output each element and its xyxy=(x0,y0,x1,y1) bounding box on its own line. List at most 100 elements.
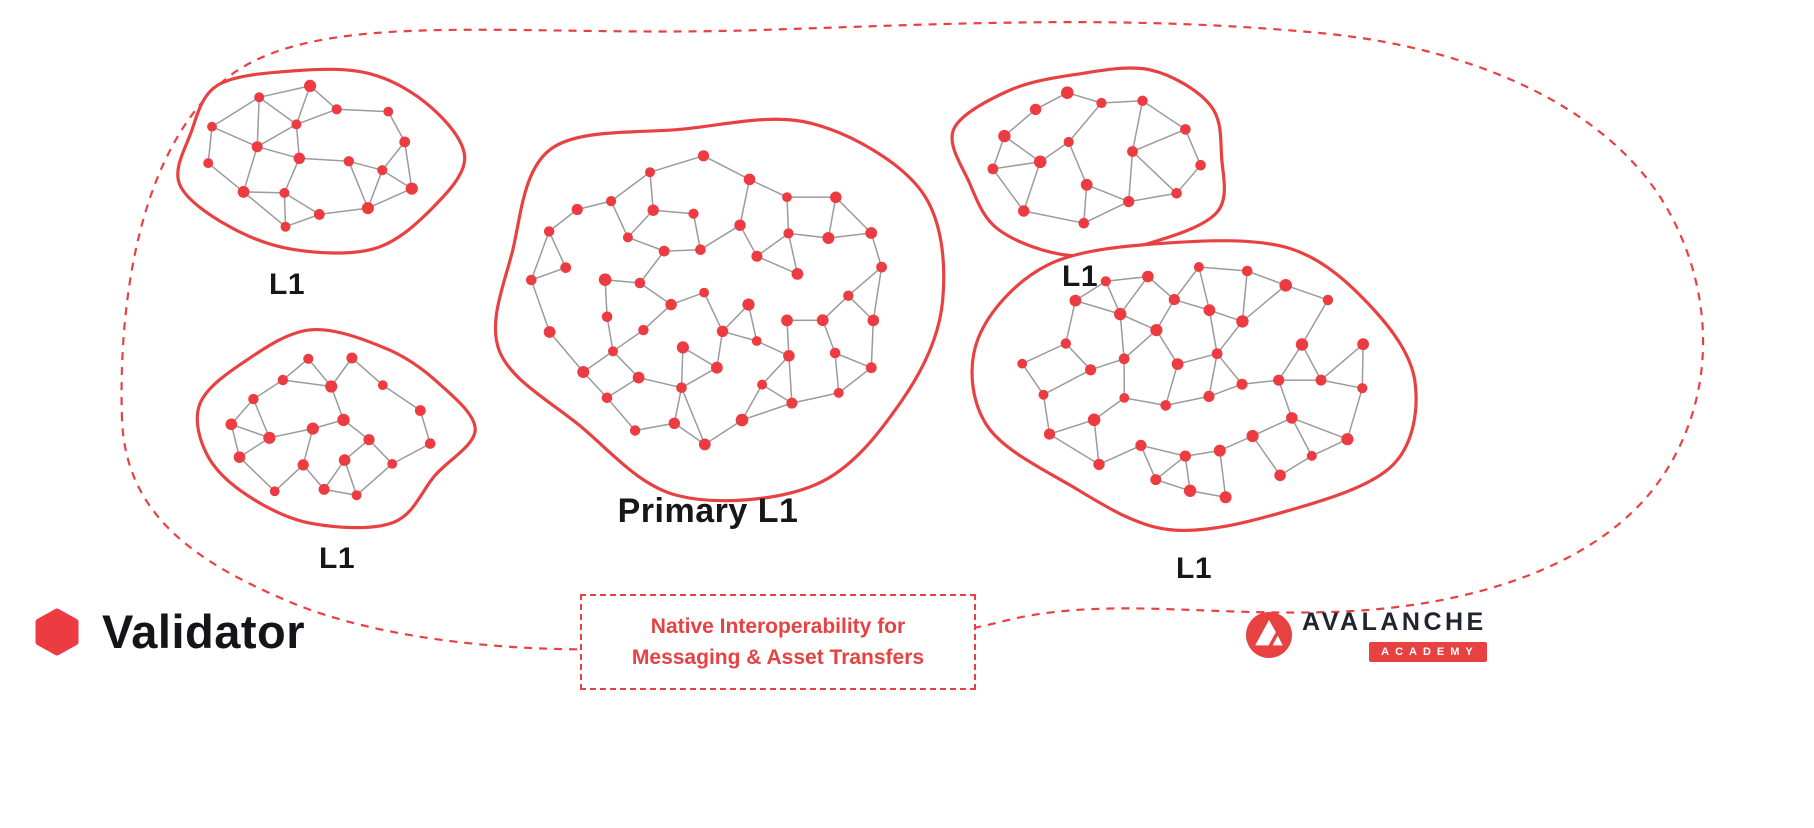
validator-node xyxy=(867,314,880,327)
network-edge xyxy=(1291,417,1313,457)
network-edge xyxy=(419,409,431,445)
validator-node xyxy=(363,434,375,446)
validator-node xyxy=(830,191,842,204)
validator-node xyxy=(1241,265,1253,277)
network-edge xyxy=(1123,397,1167,407)
network-edge xyxy=(1065,299,1077,345)
network-edge xyxy=(791,392,840,404)
network-edge xyxy=(1131,128,1187,153)
validator-node xyxy=(318,483,330,495)
validator-node xyxy=(237,186,250,198)
network-edge xyxy=(391,442,431,465)
cluster-edges xyxy=(992,91,1202,224)
network-edge xyxy=(1003,135,1041,163)
network-edge xyxy=(242,191,286,194)
cluster-nodes xyxy=(987,86,1206,229)
network-edge xyxy=(256,145,301,160)
validator-legend: Validator xyxy=(32,604,305,659)
network-edge xyxy=(1277,343,1303,381)
validator-node xyxy=(338,454,351,466)
network-edge xyxy=(1119,313,1158,331)
interop-line1: Native Interoperability for xyxy=(650,615,906,639)
validator-node xyxy=(1135,439,1147,451)
cluster-primary-l1 xyxy=(493,117,946,503)
cluster-outline xyxy=(970,239,1418,533)
network-edge xyxy=(1251,435,1281,477)
network-edge xyxy=(1284,284,1329,301)
network-edge xyxy=(786,319,790,357)
validator-node xyxy=(1203,304,1216,317)
brand-academy-badge: ACADEMY xyxy=(1369,642,1487,662)
validator-node xyxy=(751,336,762,346)
network-edge xyxy=(302,427,314,466)
validator-node xyxy=(676,341,690,354)
validator-label: Validator xyxy=(102,605,306,658)
network-edge xyxy=(318,207,369,216)
network-edge xyxy=(1184,128,1202,166)
validator-node xyxy=(695,244,706,255)
validator-node xyxy=(1017,358,1028,369)
validator-node xyxy=(783,228,794,239)
network-edge xyxy=(1251,417,1293,437)
interoperability-callout: Native Interoperability for Messaging & … xyxy=(580,594,976,690)
network-edge xyxy=(1140,444,1187,457)
validator-node xyxy=(254,92,265,103)
validator-node xyxy=(711,361,723,374)
cluster-l1-bottom-right xyxy=(970,239,1418,533)
network-edge xyxy=(787,232,799,275)
validator-node xyxy=(560,262,572,273)
cluster-outline xyxy=(176,67,467,255)
network-edge xyxy=(1021,342,1067,365)
validator-node xyxy=(405,182,418,195)
network-edge xyxy=(680,386,706,446)
network-edge xyxy=(1155,455,1187,481)
validator-node xyxy=(665,298,677,311)
network-edge xyxy=(1147,275,1176,301)
network-edge xyxy=(748,178,788,198)
validator-node xyxy=(1179,450,1191,462)
network-edge xyxy=(1140,444,1157,481)
validator-node xyxy=(279,187,290,198)
network-edge xyxy=(1119,313,1125,360)
validator-node xyxy=(1168,294,1180,306)
validator-node xyxy=(645,167,655,178)
validator-node xyxy=(346,352,358,364)
validator-node xyxy=(1142,270,1154,283)
validator-node xyxy=(571,203,583,216)
network-edge xyxy=(702,155,751,181)
network-edge xyxy=(761,383,793,404)
network-edge xyxy=(756,232,790,257)
validator-node xyxy=(601,311,613,323)
cluster-edges xyxy=(1021,266,1364,498)
validator-node xyxy=(1100,276,1111,287)
network-edge xyxy=(1291,417,1349,440)
network-edge xyxy=(1089,358,1125,371)
validator-node xyxy=(1093,458,1105,471)
validator-node xyxy=(263,431,276,444)
network-edge xyxy=(283,192,287,228)
network-edge xyxy=(242,145,258,193)
network-edge xyxy=(1277,379,1293,419)
validator-node xyxy=(1246,429,1259,443)
validator-node xyxy=(1060,338,1072,349)
validator-node xyxy=(1273,374,1285,386)
network-edge xyxy=(1003,108,1037,137)
network-edge xyxy=(1042,369,1092,396)
network-edge xyxy=(367,169,384,209)
validator-node xyxy=(543,326,556,338)
validator-node xyxy=(688,208,699,219)
validator-node xyxy=(306,422,319,435)
network-edge xyxy=(1176,352,1218,365)
network-edge xyxy=(343,459,358,496)
network-edge xyxy=(788,355,793,404)
network-edge xyxy=(692,212,702,251)
validator-node xyxy=(1203,390,1215,402)
validator-node xyxy=(331,104,342,115)
cluster-label-l1-bottom-right: L1 xyxy=(1175,552,1213,585)
network-edge xyxy=(1083,184,1088,224)
validator-node xyxy=(822,232,835,244)
network-edge xyxy=(576,200,612,211)
validator-node xyxy=(1211,348,1223,360)
cluster-edges xyxy=(530,155,883,446)
